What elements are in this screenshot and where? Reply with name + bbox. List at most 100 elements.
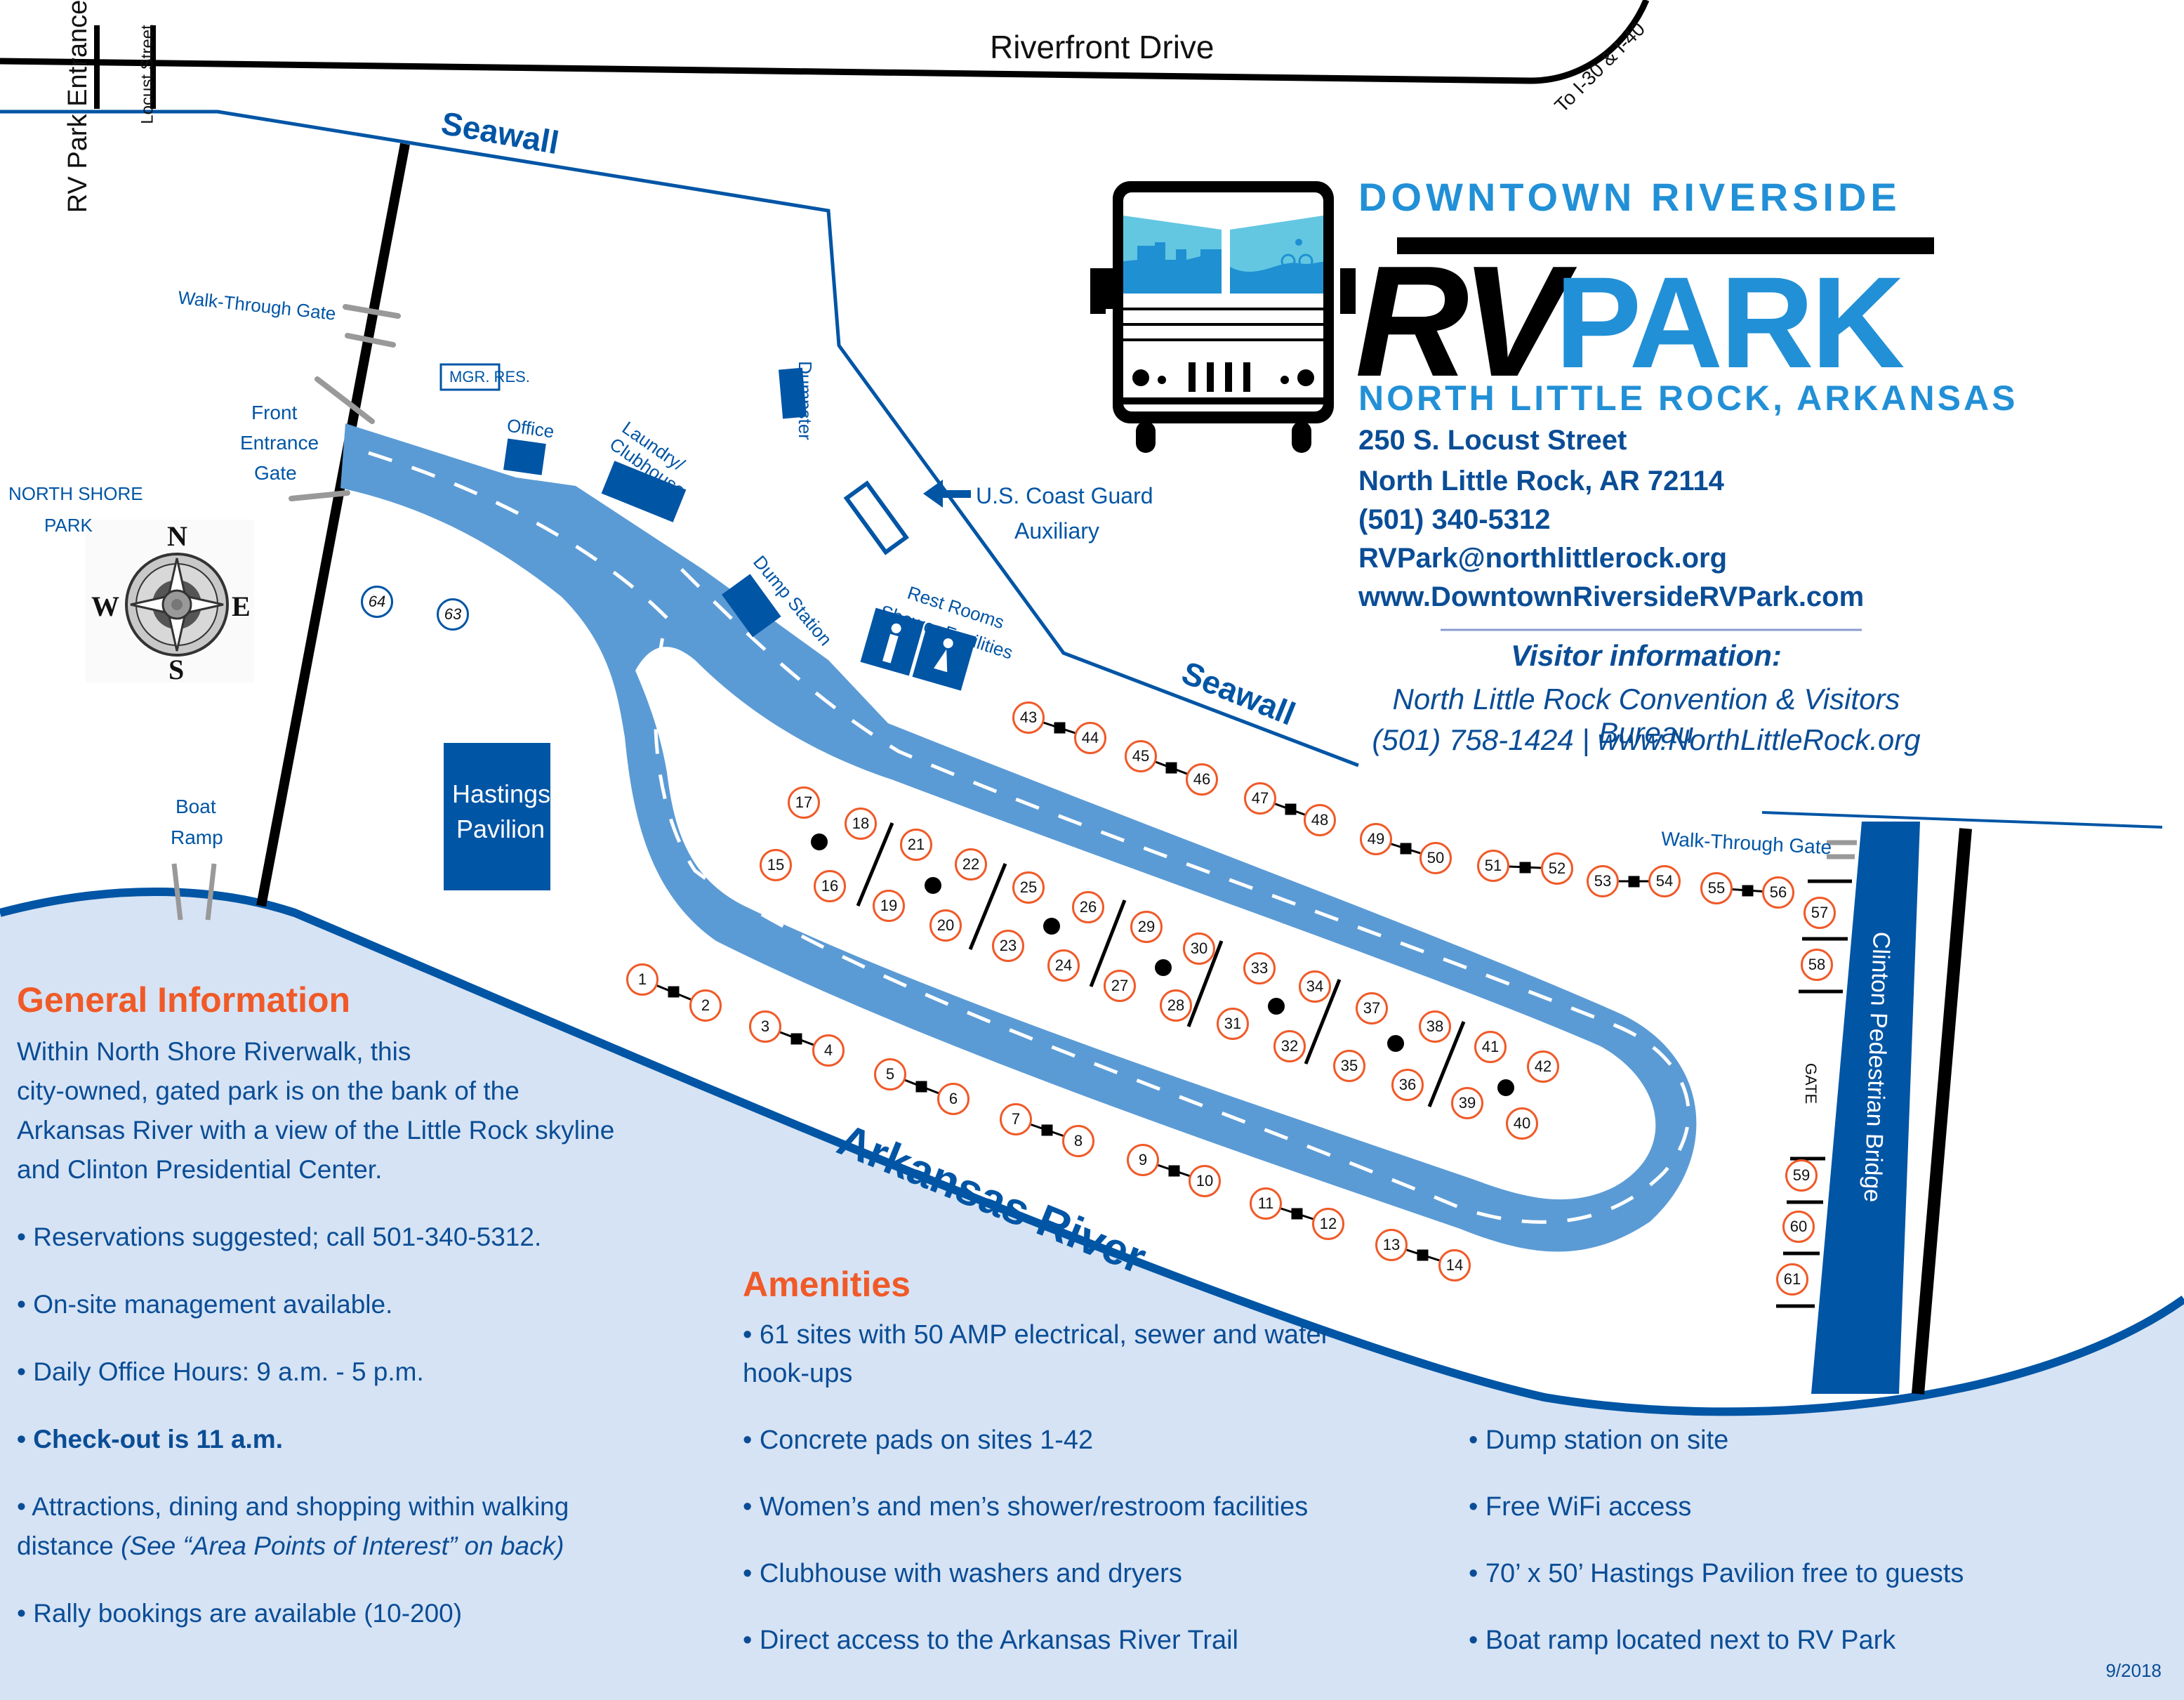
campsite-15[interactable]: 15 [760, 849, 792, 881]
campsite-44[interactable]: 44 [1074, 722, 1106, 754]
campsite-37[interactable]: 37 [1356, 992, 1388, 1024]
address-line-2: North Little Rock, AR 72114 [1358, 466, 1724, 496]
campsite-59[interactable]: 59 [1785, 1159, 1818, 1192]
boat-ramp-line1 [171, 863, 183, 921]
campsite-61[interactable]: 61 [1776, 1263, 1808, 1296]
campsite-40[interactable]: 40 [1506, 1107, 1538, 1140]
campsite-34[interactable]: 34 [1299, 970, 1331, 1003]
front-gate-bar1 [315, 376, 375, 424]
amenity-right-4: • Boat ramp located next to RV Park [1469, 1626, 1896, 1655]
visitor-org: North Little Rock Convention & Visitors … [1392, 683, 1900, 749]
campsite-51[interactable]: 51 [1477, 850, 1509, 882]
campsite-38[interactable]: 38 [1419, 1010, 1451, 1043]
intro-line-2: city-owned, gated park is on the bank of… [17, 1076, 519, 1105]
gate-label: GATE [1802, 1062, 1820, 1105]
campsite-36[interactable]: 36 [1391, 1069, 1424, 1101]
campsite-63[interactable]: 63 [437, 598, 469, 631]
campsite-56[interactable]: 56 [1762, 876, 1794, 909]
campsite-17[interactable]: 17 [788, 786, 820, 819]
campsite-64[interactable]: 64 [361, 586, 393, 618]
coast-guard-label: U.S. Coast Guard [976, 483, 1153, 508]
amenity-right-1: • Dump station on site [1469, 1425, 1729, 1455]
amenity-left-4: • Clubhouse with washers and dryers [743, 1559, 1182, 1588]
campsite-41[interactable]: 41 [1474, 1031, 1507, 1063]
campsite-18[interactable]: 18 [845, 808, 877, 840]
coast-guard-building [843, 480, 909, 555]
website-link[interactable]: www.DowntownRiversideRVPark.com [1358, 581, 1865, 612]
campsite-22[interactable]: 22 [955, 848, 987, 881]
campsite-33[interactable]: 33 [1243, 952, 1276, 984]
amenities-title: Amenities [743, 1265, 911, 1304]
campsite-54[interactable]: 54 [1648, 865, 1681, 897]
campsite-32[interactable]: 32 [1273, 1030, 1306, 1062]
campsite-46[interactable]: 46 [1186, 763, 1218, 796]
campsite-23[interactable]: 23 [992, 930, 1024, 962]
campsite-48[interactable]: 48 [1304, 804, 1336, 836]
riverfront-drive-road [0, 0, 1650, 84]
bullet-attractions: • Attractions, dining and shopping withi… [17, 1492, 569, 1521]
campsite-39[interactable]: 39 [1451, 1087, 1483, 1119]
campsite-14[interactable]: 14 [1438, 1249, 1471, 1281]
points-of-interest-note: (See “Area Points of Interest” on back) [121, 1531, 564, 1560]
amenity-right-2: • Free WiFi access [1469, 1492, 1692, 1522]
locust-street-label: Locust Street [138, 25, 157, 124]
campsite-3[interactable]: 3 [749, 1010, 781, 1043]
walk-gate-left-bar2 [345, 333, 396, 348]
dumpster-label: Dumpster [794, 361, 816, 440]
campsite-16[interactable]: 16 [814, 870, 846, 902]
campsite-42[interactable]: 42 [1527, 1050, 1559, 1083]
utility-posts [811, 833, 1514, 1096]
campsite-55[interactable]: 55 [1700, 872, 1733, 904]
campsite-47[interactable]: 47 [1244, 782, 1276, 815]
campsite-21[interactable]: 21 [900, 829, 932, 861]
riverfront-drive-label: Riverfront Drive [990, 29, 1215, 65]
visitor-contact[interactable]: (501) 758-1424 | www.NorthLittleRock.org [1372, 723, 1921, 756]
campsite-11[interactable]: 11 [1250, 1187, 1282, 1220]
campsite-8[interactable]: 8 [1062, 1125, 1094, 1157]
campsite-25[interactable]: 25 [1012, 871, 1045, 904]
campsite-1[interactable]: 1 [626, 963, 658, 996]
campsite-6[interactable]: 6 [937, 1083, 969, 1115]
west-fence [256, 143, 410, 907]
campsite-10[interactable]: 10 [1189, 1165, 1221, 1197]
campsite-53[interactable]: 53 [1587, 865, 1619, 897]
campsite-4[interactable]: 4 [812, 1034, 845, 1067]
campsite-5[interactable]: 5 [874, 1058, 906, 1090]
email-link[interactable]: RVPark@northlittlerock.org [1358, 543, 1728, 574]
campsite-60[interactable]: 60 [1782, 1211, 1815, 1243]
campsite-57[interactable]: 57 [1804, 897, 1836, 929]
campsite-20[interactable]: 20 [929, 909, 962, 942]
rv-park-entrance-label: RV Park Entrance [63, 0, 93, 213]
campsite-13[interactable]: 13 [1375, 1229, 1408, 1261]
campsite-27[interactable]: 27 [1104, 970, 1136, 1002]
campsite-43[interactable]: 43 [1012, 701, 1045, 734]
campsite-52[interactable]: 52 [1541, 852, 1573, 885]
campsite-35[interactable]: 35 [1333, 1050, 1365, 1082]
boat-ramp-label-2: Ramp [171, 826, 223, 848]
campsite-7[interactable]: 7 [1000, 1103, 1032, 1135]
site-dividers-east [1776, 879, 1852, 1308]
logo-city-state: NORTH LITTLE ROCK, ARKANSAS [1358, 378, 2018, 418]
clinton-bridge-outline [1761, 811, 2163, 829]
campsite-45[interactable]: 45 [1125, 740, 1157, 772]
general-information-title: General Information [17, 980, 351, 1020]
intro-line-4: and Clinton Presidential Center. [17, 1155, 383, 1184]
campsite-19[interactable]: 19 [873, 890, 905, 922]
laundry-clubhouse-building [601, 461, 687, 522]
seawall-line [0, 110, 1359, 767]
compass-east: E [232, 591, 251, 622]
amenity-right-3: • 70’ x 50’ Hastings Pavilion free to gu… [1469, 1559, 1964, 1588]
campsite-50[interactable]: 50 [1419, 842, 1452, 874]
campsite-9[interactable]: 9 [1127, 1144, 1159, 1176]
campsite-24[interactable]: 24 [1047, 949, 1080, 982]
campsite-30[interactable]: 30 [1183, 933, 1215, 965]
lane-markings [368, 451, 1690, 1224]
campsite-28[interactable]: 28 [1160, 989, 1192, 1022]
campsite-12[interactable]: 12 [1312, 1208, 1344, 1240]
campsite-58[interactable]: 58 [1801, 949, 1833, 981]
campsite-2[interactable]: 2 [689, 989, 722, 1022]
campsite-29[interactable]: 29 [1130, 911, 1163, 943]
campsite-26[interactable]: 26 [1072, 891, 1104, 923]
campsite-31[interactable]: 31 [1217, 1008, 1249, 1040]
campsite-49[interactable]: 49 [1360, 823, 1392, 855]
